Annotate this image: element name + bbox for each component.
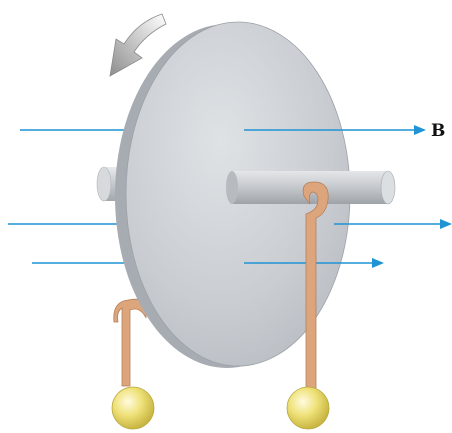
field-lines-behind bbox=[8, 129, 128, 264]
left-brush bbox=[113, 298, 147, 387]
right-terminal-knob bbox=[286, 386, 330, 430]
left-terminal-knob bbox=[111, 386, 155, 430]
arrowhead-icon bbox=[372, 258, 384, 268]
curved-rotation-arrow-icon bbox=[109, 13, 167, 77]
arrowhead-icon bbox=[440, 219, 452, 229]
field-label-b: B bbox=[431, 121, 445, 141]
arrowhead-icon bbox=[414, 125, 426, 135]
